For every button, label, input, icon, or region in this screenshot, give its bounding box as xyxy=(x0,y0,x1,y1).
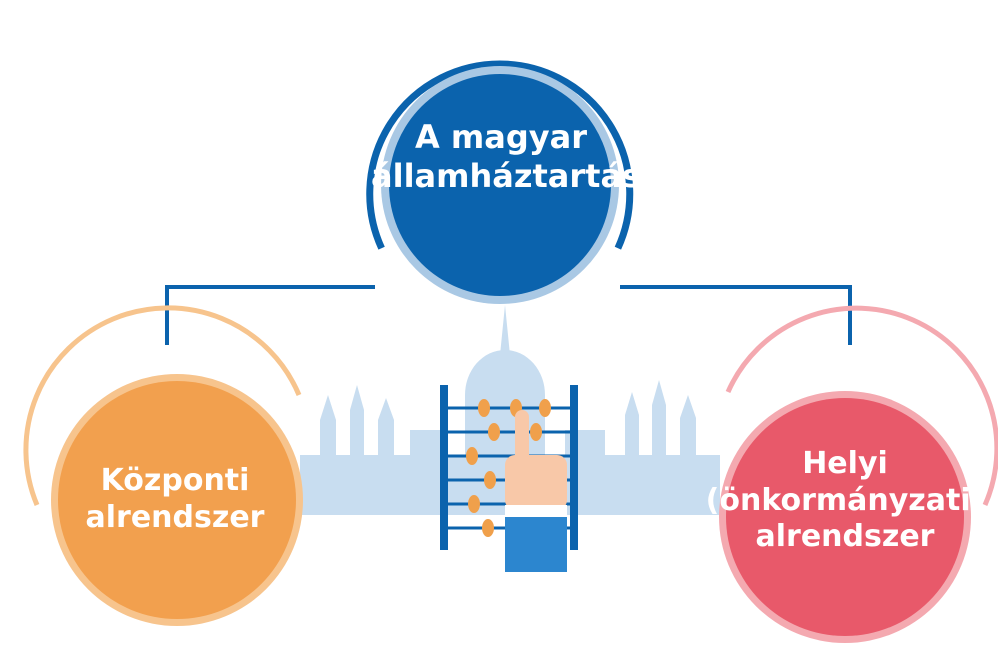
abacus-beads xyxy=(466,399,551,537)
right-node xyxy=(719,305,998,643)
connector-left xyxy=(165,285,375,345)
left-node-label: Központi alrendszer xyxy=(55,463,295,536)
top-node-label: A magyar államháztartás xyxy=(371,118,642,196)
left-node-label-line: Központi xyxy=(100,463,250,498)
right-node-label-line: Helyi xyxy=(802,446,888,481)
pointing-hand-icon xyxy=(505,410,567,572)
right-node-label: Helyi (önkormányzati) alrendszer xyxy=(700,446,990,556)
left-node-label-line: alrendszer xyxy=(85,499,265,535)
connector-right xyxy=(620,285,852,345)
top-node-label-line: A magyar xyxy=(415,118,587,156)
abacus-icon xyxy=(440,385,578,572)
top-node xyxy=(366,60,634,304)
right-node-label-line: alrendszer xyxy=(755,519,935,555)
top-node-label-line: államháztartás xyxy=(371,157,642,196)
right-node-label-line: (önkormányzati) xyxy=(705,482,985,518)
left-node xyxy=(23,305,303,626)
connector-lines xyxy=(165,285,852,345)
